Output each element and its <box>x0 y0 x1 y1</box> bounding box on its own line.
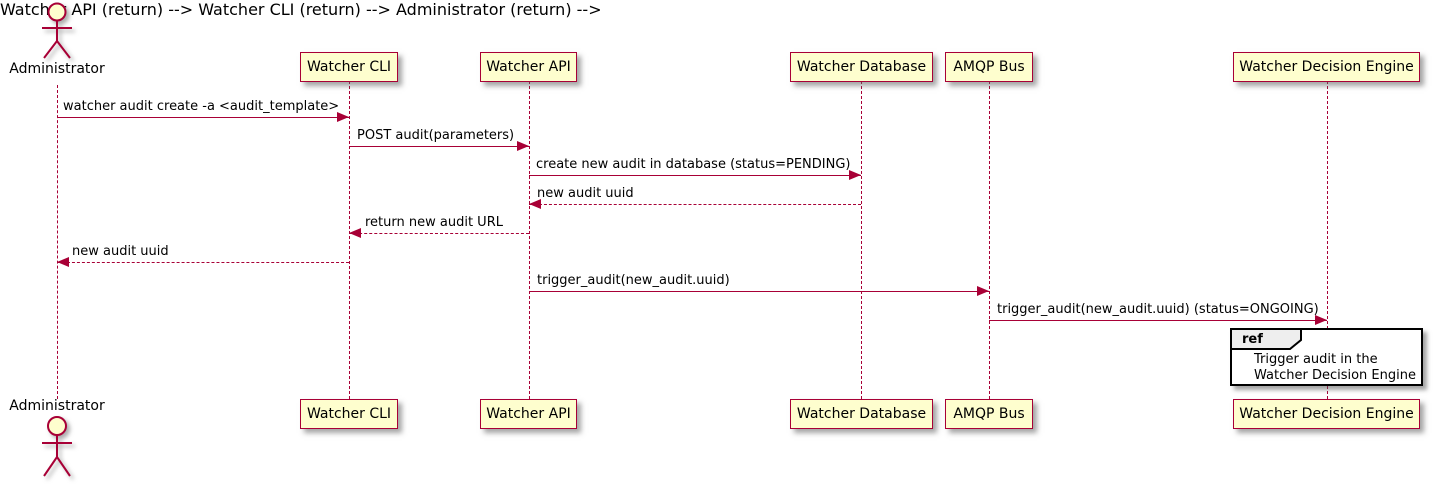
participant-watcher-database-bottom: Watcher Database <box>790 399 933 429</box>
arrowhead-icon <box>1315 315 1327 325</box>
arrowhead-icon <box>349 228 361 238</box>
ref-text-line: Watcher Decision Engine <box>1254 368 1416 383</box>
lifeline-watcher-database <box>861 81 862 399</box>
participant-watcher-cli-top: Watcher CLI <box>300 52 398 82</box>
actor-label: Administrator <box>9 61 105 77</box>
message-line <box>349 233 529 234</box>
participant-amqp-bus-bottom: AMQP Bus <box>945 399 1033 429</box>
message-line <box>57 262 349 263</box>
actor-administrator-top: Administrator <box>0 2 114 77</box>
message-line <box>529 291 989 292</box>
arrowhead-icon <box>529 199 541 209</box>
participant-watcher-cli-bottom: Watcher CLI <box>300 399 398 429</box>
arrowhead-icon <box>977 286 989 296</box>
message-label: new audit uuid <box>72 244 169 259</box>
message-line <box>529 204 861 205</box>
lifeline-administrator <box>57 85 58 399</box>
lifeline-amqp-bus <box>989 81 990 399</box>
message-line <box>349 146 529 147</box>
message-label: create new audit in database (status=PEN… <box>536 157 851 172</box>
message-label: trigger_audit(new_audit.uuid) (status=ON… <box>997 302 1319 317</box>
participant-watcher-api-bottom: Watcher API <box>480 399 577 429</box>
participant-amqp-bus-top: AMQP Bus <box>945 52 1033 82</box>
participant-watcher-decision-engine-top: Watcher Decision Engine <box>1233 52 1420 82</box>
message-label: watcher audit create -a <audit_template> <box>63 99 340 114</box>
arrowhead-icon <box>337 112 349 122</box>
lifeline-watcher-api <box>529 81 530 399</box>
ref-text: Trigger audit in the Watcher Decision En… <box>1254 352 1416 384</box>
arrowhead-icon <box>57 257 69 267</box>
participant-watcher-decision-engine-bottom: Watcher Decision Engine <box>1233 399 1420 429</box>
participant-watcher-api-top: Watcher API <box>480 52 577 82</box>
message-line <box>529 175 861 176</box>
actor-label: Administrator <box>9 398 105 414</box>
arrowhead-icon <box>517 141 529 151</box>
message-label: POST audit(parameters) <box>357 128 515 143</box>
arrowhead-icon <box>849 170 861 180</box>
actor-stick-figure-icon <box>42 2 72 59</box>
participant-watcher-database-top: Watcher Database <box>790 52 933 82</box>
actor-stick-figure-icon <box>42 416 72 477</box>
message-label: trigger_audit(new_audit.uuid) <box>537 273 730 288</box>
actor-administrator-bottom: Administrator <box>0 399 114 481</box>
ref-fragment: ref Trigger audit in the Watcher Decisio… <box>1230 328 1423 386</box>
ref-text-line: Trigger audit in the <box>1254 352 1378 367</box>
lifeline-watcher-cli <box>349 81 350 399</box>
ref-tag-pentagon-icon <box>1230 328 1302 350</box>
message-line <box>989 320 1327 321</box>
message-line <box>57 117 349 118</box>
message-label: return new audit URL <box>365 215 503 230</box>
ref-keyword: ref <box>1242 332 1263 347</box>
lifeline-watcher-decision-engine <box>1327 81 1328 399</box>
message-label: new audit uuid <box>537 186 634 201</box>
